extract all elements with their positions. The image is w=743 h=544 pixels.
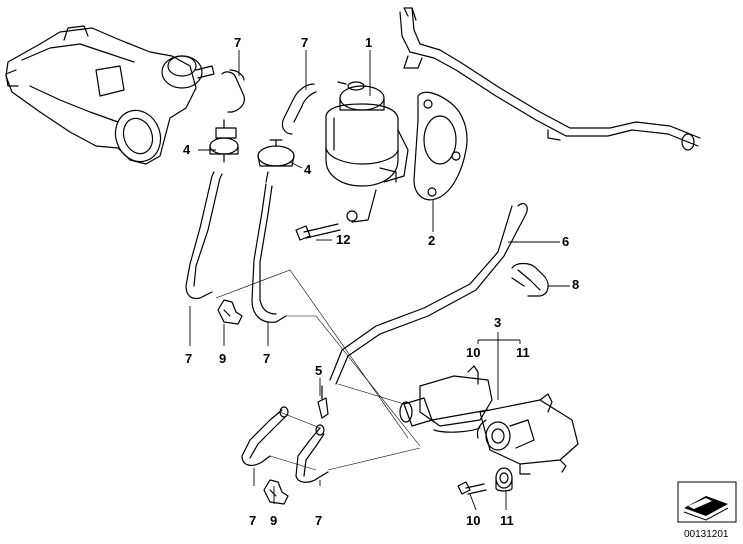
pipe-top-right bbox=[399, 7, 701, 151]
vacuum-valve-left bbox=[209, 119, 239, 163]
clip-9-lower bbox=[263, 479, 289, 505]
callout-11: 11 bbox=[516, 345, 530, 360]
callout-9: 9 bbox=[270, 513, 278, 528]
bolt-12 bbox=[295, 223, 341, 241]
hose-clamp-8 bbox=[511, 262, 549, 297]
callout-5: 5 bbox=[315, 363, 323, 378]
callout-10: 10 bbox=[466, 345, 481, 360]
egr-valve bbox=[325, 81, 409, 223]
callout-8: 8 bbox=[572, 277, 580, 292]
grommet-11 bbox=[495, 467, 513, 492]
callout-1: 1 bbox=[365, 35, 373, 50]
hose-top-left bbox=[221, 69, 245, 113]
fitting-5 bbox=[317, 385, 329, 419]
callout-7: 7 bbox=[234, 35, 242, 50]
hose-middle-long bbox=[251, 183, 287, 323]
document-icon bbox=[677, 481, 737, 523]
bolt-10 bbox=[457, 481, 487, 495]
callout-12: 12 bbox=[336, 232, 351, 247]
callout-11: 11 bbox=[500, 513, 514, 528]
hose-top-middle bbox=[281, 83, 317, 135]
vacuum-valve-right bbox=[257, 139, 295, 183]
gasket bbox=[413, 91, 468, 201]
throttle-housing bbox=[5, 25, 215, 165]
hose-bottom-left bbox=[241, 406, 289, 466]
callout-7: 7 bbox=[301, 35, 309, 50]
callout-7: 7 bbox=[249, 513, 257, 528]
callout-7: 7 bbox=[263, 351, 271, 366]
document-number: 00131201 bbox=[684, 529, 729, 540]
callout-9: 9 bbox=[219, 351, 227, 366]
callout-6: 6 bbox=[562, 234, 570, 249]
callout-2: 2 bbox=[428, 233, 436, 248]
clip-9-upper bbox=[217, 299, 243, 325]
hose-left-long bbox=[185, 171, 223, 300]
callout-4: 4 bbox=[183, 142, 191, 157]
solenoid-valve-assembly bbox=[399, 365, 579, 475]
callout-10: 10 bbox=[466, 513, 481, 528]
callout-7: 7 bbox=[315, 513, 323, 528]
callout-3: 3 bbox=[494, 315, 502, 330]
hose-6 bbox=[329, 202, 528, 385]
callout-7: 7 bbox=[185, 351, 193, 366]
hose-bottom-middle bbox=[295, 424, 329, 483]
callout-4: 4 bbox=[304, 162, 312, 177]
